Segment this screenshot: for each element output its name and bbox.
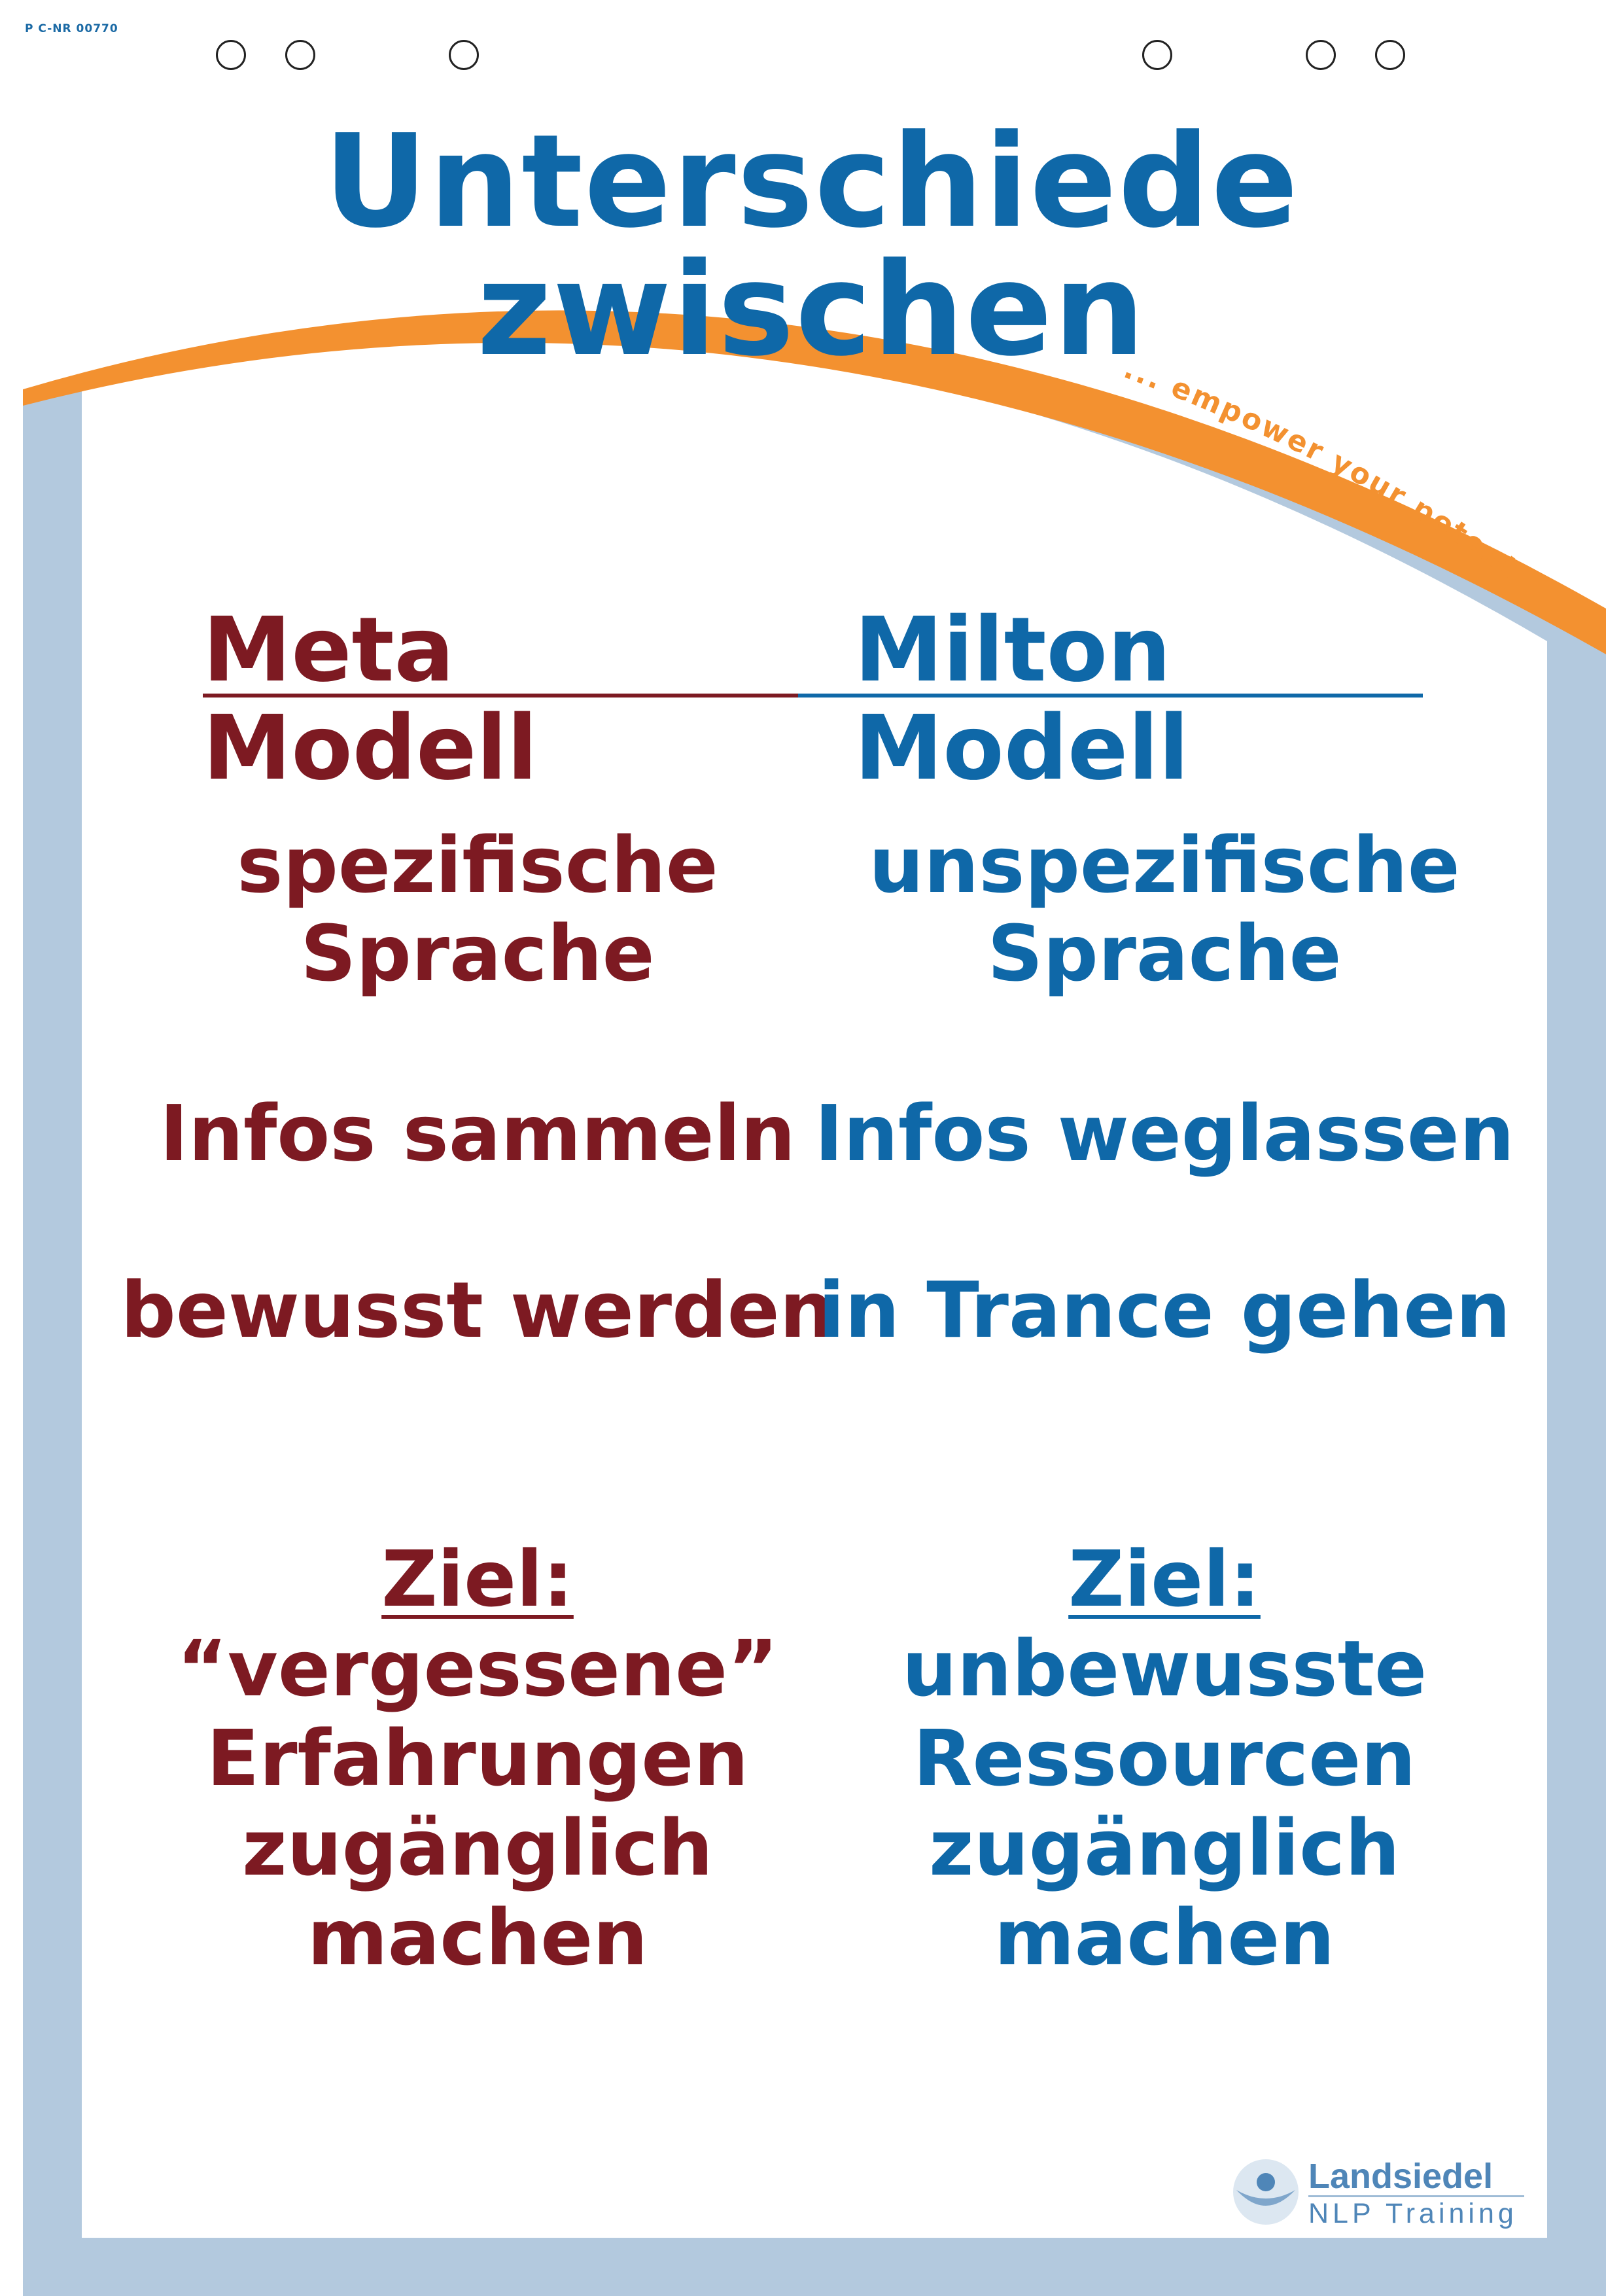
logo-divider — [1308, 2195, 1524, 2197]
punch-hole — [216, 40, 246, 70]
right-goal-line-3: zugänglich — [928, 1802, 1401, 1893]
right-item-2: Infos weglassen — [814, 1088, 1514, 1178]
right-item-3: in Trance gehen — [818, 1265, 1511, 1355]
punch-hole — [285, 40, 315, 70]
white-panel — [82, 334, 1547, 2238]
right-item-1-line-2: Sprache — [987, 908, 1342, 998]
punch-hole — [1306, 40, 1336, 70]
milton-modell-heading: Milton Modell — [854, 599, 1189, 800]
right-goal-line-2: Ressourcen — [913, 1712, 1416, 1803]
left-goal-line-1: “vergessene” — [177, 1623, 778, 1714]
left-goal: Ziel: “vergessene” Erfahrungen zugänglic… — [85, 1534, 870, 1982]
left-item-3: bewusst werden — [120, 1265, 835, 1355]
left-goal-line-3: zugänglich — [241, 1802, 714, 1893]
punch-hole — [1142, 40, 1172, 70]
left-goal-line-2: Erfahrungen — [206, 1712, 749, 1803]
punch-hole — [449, 40, 479, 70]
left-goal-label: Ziel: — [381, 1534, 574, 1624]
orange-arc — [23, 310, 1606, 654]
left-item-2: Infos sammeln — [160, 1088, 795, 1178]
page-title: Unterschiede zwischen — [323, 107, 1300, 385]
right-goal-line-1: unbewusste — [901, 1623, 1427, 1714]
right-goal-line-4: machen — [994, 1892, 1335, 1983]
left-item-1-line-2: Sprache — [300, 908, 655, 998]
left-goal-line-4: machen — [307, 1892, 648, 1983]
landsiedel-logo: Landsiedel NLP Training — [1230, 2156, 1531, 2229]
left-item-1-line-1: spezifische — [237, 820, 718, 910]
right-goal: Ziel: unbewusste Ressourcen zugänglich m… — [772, 1534, 1557, 1982]
heading-underline-left — [203, 694, 798, 698]
logo-subtitle: NLP Training — [1308, 2198, 1518, 2229]
right-goal-label: Ziel: — [1068, 1534, 1261, 1624]
left-item-1: spezifische Sprache — [85, 821, 870, 997]
heading-underline-right — [798, 694, 1423, 698]
logo-name: Landsiedel — [1308, 2157, 1493, 2196]
product-code: P C-NR 00770 — [25, 22, 118, 35]
meta-modell-heading: Meta Modell — [203, 599, 538, 800]
punch-hole — [1375, 40, 1405, 70]
logo-mark-icon — [1233, 2159, 1299, 2225]
right-item-1: unspezifische Sprache — [772, 821, 1557, 997]
right-item-1-line-1: unspezifische — [869, 820, 1460, 910]
